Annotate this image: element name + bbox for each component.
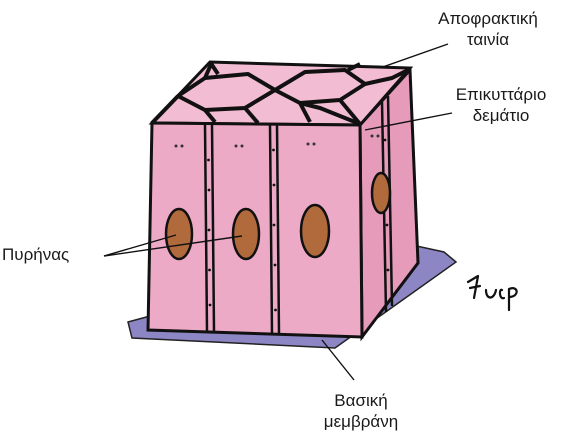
label-basement-membrane: Βασική μεμβράνη — [296, 390, 426, 432]
label-desmosome-line1: Επικυττάριο — [436, 84, 566, 105]
label-tight-junction-line2: ταινία — [413, 29, 563, 50]
nucleus — [233, 209, 259, 259]
label-basement-membrane-line1: Βασική — [296, 390, 426, 411]
label-desmosome: Επικυττάριο δεμάτιο — [436, 84, 566, 126]
label-desmosome-line2: δεμάτιο — [436, 105, 566, 126]
nucleus — [372, 173, 390, 213]
label-basement-membrane-line2: μεμβράνη — [296, 411, 426, 432]
nucleus — [301, 205, 329, 257]
label-tight-junction: Αποφρακτική ταινία — [413, 8, 563, 50]
nucleus — [166, 209, 192, 259]
label-nucleus: Πυρήνας — [2, 244, 102, 265]
label-tight-junction-line1: Αποφρακτική — [413, 8, 563, 29]
signature — [468, 276, 517, 310]
